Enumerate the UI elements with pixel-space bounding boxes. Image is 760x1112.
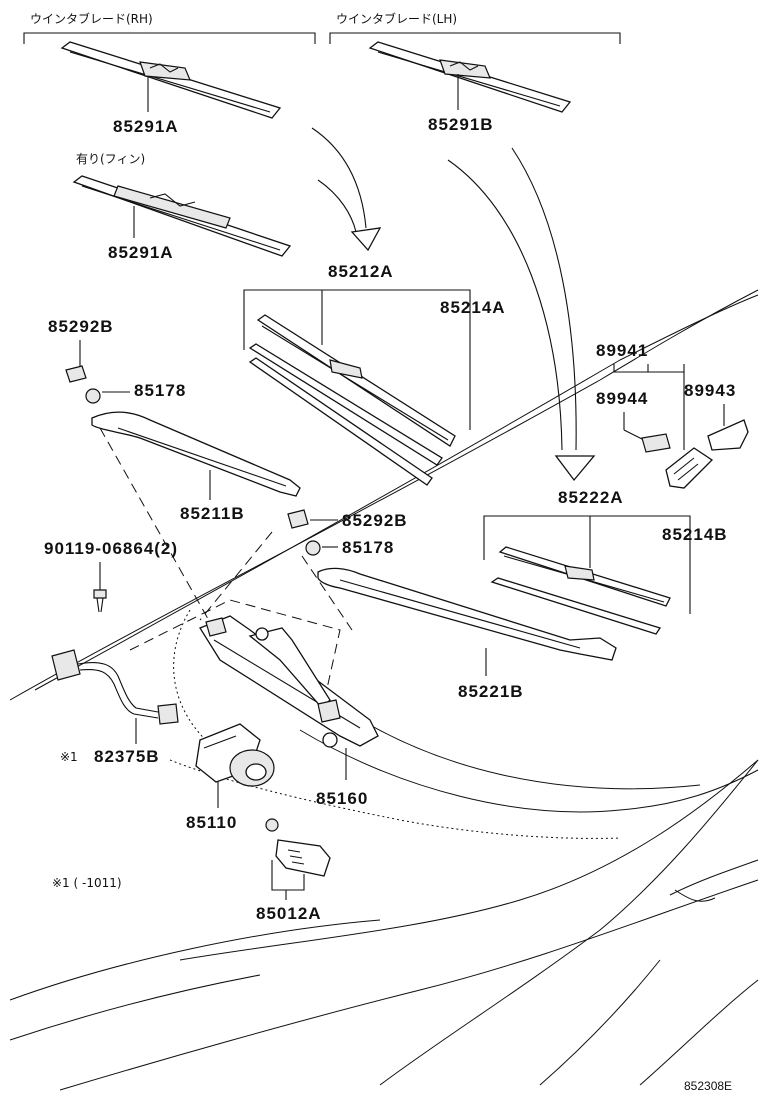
part-89944 bbox=[641, 433, 671, 453]
winter-blade-fin bbox=[72, 175, 292, 257]
lh-header-group: ウインタブレード(LH) bbox=[329, 11, 621, 44]
label-85291A-fin: 85291A bbox=[108, 243, 174, 262]
wiper-linkage-85160 bbox=[199, 615, 379, 748]
wiper-blade-lh bbox=[490, 546, 671, 635]
label-85291B: 85291B bbox=[428, 115, 494, 134]
label-82375B: 82375B bbox=[94, 747, 160, 766]
label-85012A: 85012A bbox=[256, 904, 322, 923]
label-85222A: 85222A bbox=[558, 488, 624, 507]
label-89941: 89941 bbox=[596, 341, 648, 360]
wiper-arm-lh bbox=[317, 567, 617, 661]
wiper-arm-rh bbox=[91, 411, 301, 497]
label-90119: 90119-06864(2) bbox=[44, 539, 178, 558]
label-85178-mid: 85178 bbox=[342, 538, 394, 557]
label-85214B: 85214B bbox=[662, 525, 728, 544]
footnote: ※1 ( -1011) bbox=[52, 876, 122, 890]
label-85211B: 85211B bbox=[180, 504, 245, 523]
label-85110: 85110 bbox=[186, 813, 237, 832]
label-85178-top: 85178 bbox=[134, 381, 186, 400]
label-89943: 89943 bbox=[684, 381, 736, 400]
mark-1: ※1 bbox=[60, 750, 78, 764]
label-85214A: 85214A bbox=[440, 298, 506, 317]
winter-blade-lh bbox=[368, 41, 572, 113]
figure-code: 852308E bbox=[684, 1079, 732, 1093]
label-85292B-top: 85292B bbox=[48, 317, 114, 336]
part-89941-remote bbox=[665, 447, 714, 489]
label-85212A: 85212A bbox=[328, 262, 394, 281]
with-fin-label: 有り(フィン) bbox=[76, 152, 145, 166]
label-85291A-rh: 85291A bbox=[113, 117, 179, 136]
winter-blade-rh bbox=[60, 41, 282, 119]
label-89944: 89944 bbox=[596, 389, 648, 408]
nut-85178-top bbox=[85, 388, 101, 404]
bolt-90119 bbox=[93, 589, 107, 613]
label-85160: 85160 bbox=[316, 789, 368, 808]
lh-header: ウインタブレード(LH) bbox=[336, 11, 457, 26]
arrow-rh-to-blade bbox=[311, 127, 382, 252]
car-body-outline bbox=[9, 289, 759, 1091]
bracket-85012A bbox=[265, 818, 331, 877]
label-85221B: 85221B bbox=[458, 682, 524, 701]
arrow-lh-to-blade bbox=[447, 147, 596, 482]
wiper-motor-85110 bbox=[195, 723, 275, 787]
cap-85292B-mid bbox=[287, 509, 309, 529]
wire-harness-82375B bbox=[51, 649, 179, 725]
rh-header-group: ウインタブレード(RH) bbox=[23, 11, 316, 44]
wiper-blade-rh bbox=[248, 314, 456, 486]
label-85292B-mid: 85292B bbox=[342, 511, 408, 530]
cap-85292B-top bbox=[65, 365, 87, 383]
rh-header: ウインタブレード(RH) bbox=[30, 11, 153, 26]
part-89943 bbox=[707, 419, 749, 451]
nut-85178-mid bbox=[305, 540, 321, 556]
